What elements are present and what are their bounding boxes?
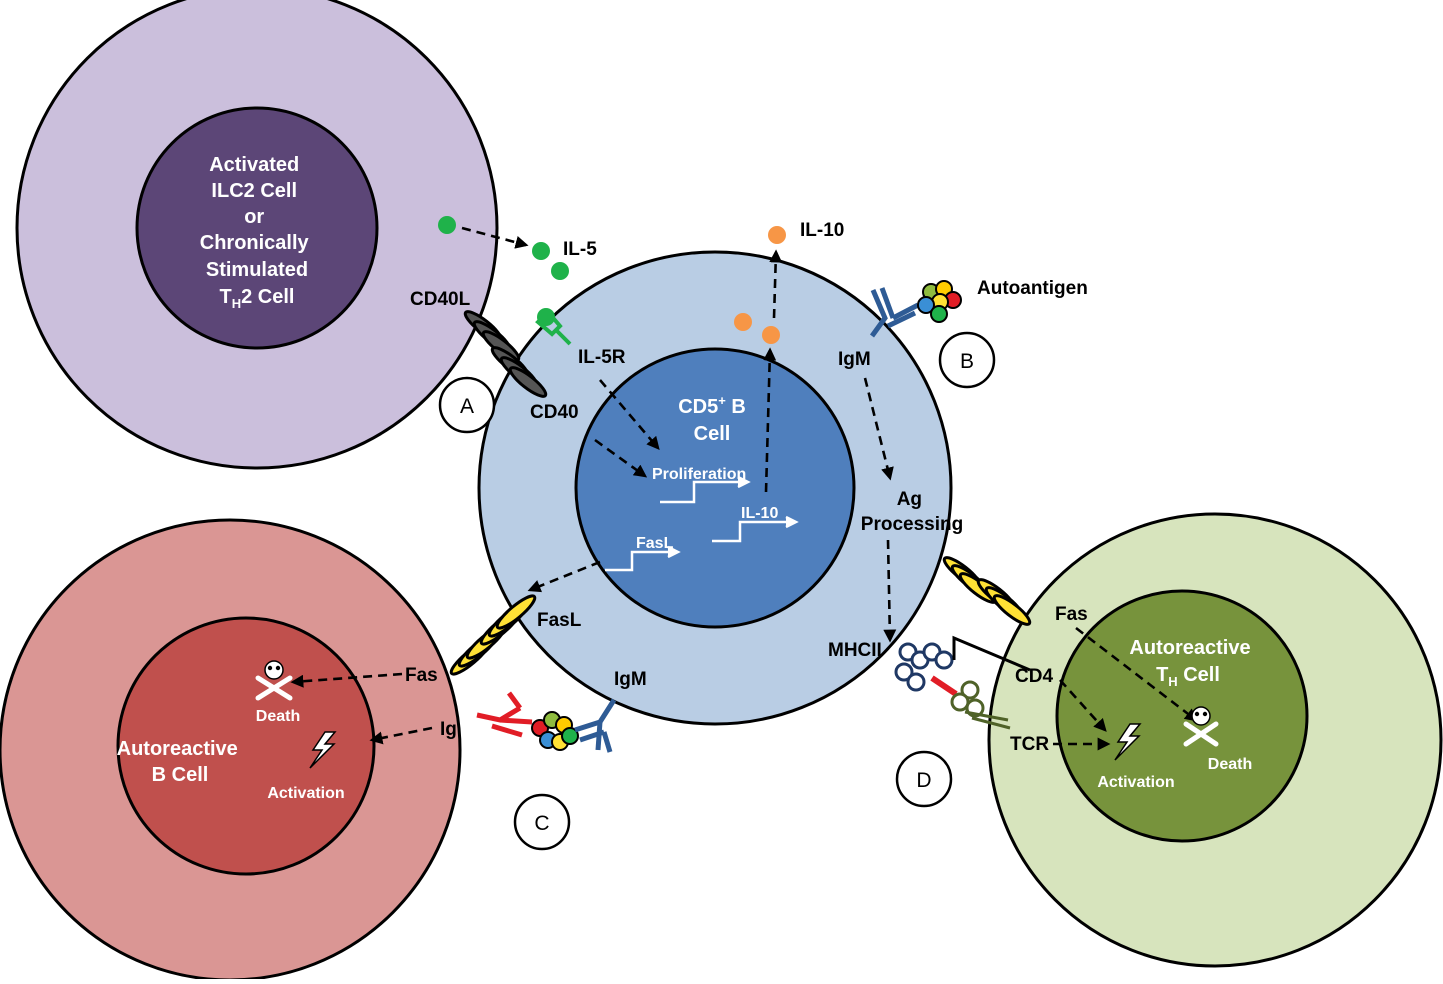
ag-processing-label: Ag Processing [861,489,963,535]
igm-to-processing-arrow [863,377,894,481]
il5-label: IL-5 [563,239,597,260]
svg-text:D: D [916,769,931,792]
auto-b-cell-name: Autoreactive B Cell [117,738,244,786]
lightning-bolt-icon [309,731,337,769]
ig-label: Ig [440,719,457,740]
fas-left-label: Fas [405,665,438,686]
il5-dot [551,262,569,280]
svg-text:C: C [534,812,549,835]
tcr-receptor [950,680,1011,730]
il10-label: IL-10 [800,220,844,241]
igm-bottom-label: IgM [614,669,647,690]
fas-right-label: Fas [1055,604,1088,625]
svg-text:B: B [960,350,974,373]
il5-dot [532,242,550,260]
il10-cytokines [734,226,786,344]
cd40-label: CD40 [530,402,579,423]
fas-to-death-t-arrow [1075,626,1199,722]
cd40-to-proliferation-arrow [594,438,648,478]
cd4-to-activation-arrow [1059,679,1107,732]
skull-crossbones-icon [255,660,293,701]
il10-secretion-arrow [763,347,777,493]
ig-to-activation-arrow [369,726,433,745]
cd5b-cell-name-line2: Cell [694,423,731,445]
tcr-label: TCR [1010,734,1049,755]
proliferation-label: Proliferation [652,466,746,483]
cd40-cd40l-binding [463,310,548,398]
auto-t-cell-name: Autoreactive [1129,637,1250,659]
processing-to-mhcii-arrow [883,539,897,643]
ilc2-nucleus [135,106,379,350]
panel-a: A [438,376,496,434]
igm-receptor-bottom [574,698,617,753]
panel-c: C [513,793,571,851]
activation-right-label: Activation [1097,774,1174,791]
autoantigen-label: Autoantigen [977,278,1088,299]
autoreactive-b-cell [0,518,462,982]
autoreactive-t-cell [987,512,1443,968]
autoantigen-cluster [917,280,962,323]
peptide-antigen [930,675,958,697]
auto-t-nucleus [1055,589,1309,843]
il10-dot [768,226,786,244]
death-left-label: Death [256,708,300,725]
il5-dot [438,216,456,234]
igm-top-label: IgM [838,349,871,370]
il10-dot [734,313,752,331]
cd4-label: CD4 [1015,666,1053,687]
cd5b-nucleus [574,347,856,629]
fasl-expression-arrow [527,560,601,593]
autoantigen-cluster-bottom [531,711,579,751]
activation-left-label: Activation [267,785,344,802]
proliferation-gene [660,475,751,504]
il10-gene [712,515,799,543]
ilc2-cell-name: Activated ILC2 Cell or Chronically Stimu… [200,154,314,281]
il10-dot [762,326,780,344]
ig-receptor [476,691,533,738]
mhcii-molecule [894,642,954,692]
il10-gene-label: IL-10 [741,505,778,522]
panel-d: D [895,750,953,808]
cd5b-cell [477,250,953,726]
il5r-receptor [535,309,572,346]
ilc2-cell [15,0,499,470]
igm-receptor-top [869,287,920,338]
death-right-label: Death [1208,756,1252,773]
fasl-gene-label: FasL [636,535,674,552]
auto-t-cell-name-line2: TH Cell [1156,664,1220,689]
cd5b-cell-name: CD5+ B [678,393,746,418]
il5r-label: IL-5R [578,347,626,368]
fas-to-death-arrow [290,672,403,688]
fasl-label: FasL [537,610,582,631]
mhcii-label: MHCII [828,640,882,661]
svg-text:A: A [460,395,474,418]
fasl-gene [605,545,681,572]
cd4-molecule [952,635,1031,672]
lightning-bolt-icon [1114,723,1142,761]
fas-fasl-right [942,556,1032,626]
ilc2-cell-name-line6: TH2 Cell [220,286,295,311]
il5-secretion-arrow [461,226,529,249]
il10-release-arrow [769,249,783,319]
fas-fasl-left [449,594,537,676]
panel-b: B [938,331,996,389]
cd40l-label: CD40L [410,289,471,310]
skull-crossbones-icon [1183,706,1219,747]
